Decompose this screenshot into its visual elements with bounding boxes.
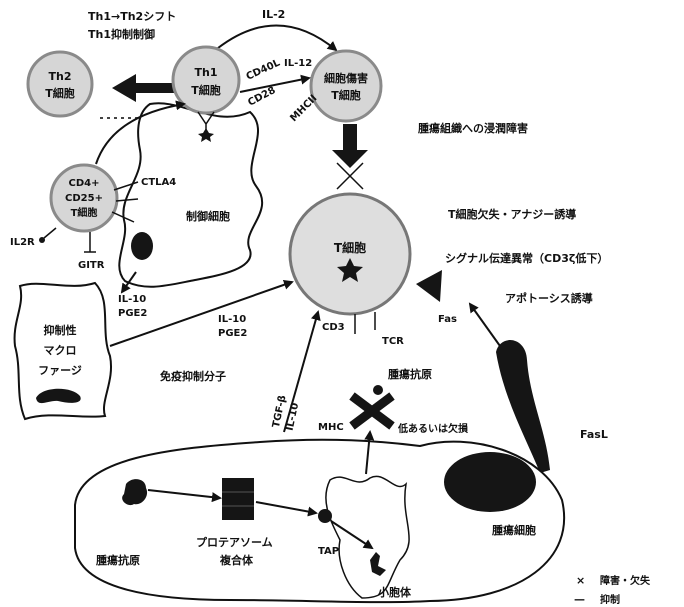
treg-to-th1-arrow [95,100,186,165]
receptor-icon [197,111,215,142]
th2-cell: Th2 T細胞 [26,50,94,118]
tumor-secretion-arrow [283,310,321,433]
star-icon [337,258,363,282]
suppressor-nucleus [131,232,153,260]
th1-to-killer-arrow [239,74,311,93]
fasl-to-fas-arrow [468,302,501,347]
t-cell-label: T細胞 [334,240,366,255]
legend-cross-label: 障害・欠失 [600,574,651,587]
th2-cell-body [26,50,94,118]
apoptosis-induction-label: アポトーシス誘導 [505,291,593,305]
tap-label: TAP [318,546,339,557]
suppressive-macrophage [13,281,112,421]
gitr-label: GITR [78,260,105,271]
signal-transduction-label: シグナル伝達異常（CD3ζ低下） [445,251,608,265]
regulatory-t-cell-cd4: CD4+ [69,178,100,189]
killer-t-cell-label: 細胞傷害 [324,71,368,85]
tumor-antigen-shape [122,479,148,506]
t-cell-body [288,192,412,316]
immunosuppressive-molecules-label: 免疫抑制分子 [160,369,226,383]
th1-th2-shift-note: Th1→Th2シフト [88,10,176,23]
antigen-peptide [373,385,383,395]
infiltration-arrow [332,124,368,168]
ctla4-label: CTLA4 [141,177,176,188]
cd28-label: CD28 [246,85,277,109]
macrophage-to-tcell-arrow [109,279,294,347]
regulatory-t-cell-body [49,163,119,233]
th2-cell-sublabel: T細胞 [45,86,75,100]
macrophage-label-1: 抑制性 [44,323,77,337]
killer-t-cell: 細胞傷害 T細胞 [309,49,383,123]
th1-cell: Th1 T細胞 [171,45,241,115]
tumor-il10-label: IL-10 [285,402,302,432]
legend-line-label: 抑制 [600,593,620,606]
tumor-cell-nucleus [444,452,536,512]
cd40l-label: CD40L [245,57,283,82]
regulatory-t-cell: CD4+ CD25+ T細胞 [49,163,119,233]
legend: × 障害・欠失 — 抑制 [574,574,651,606]
tcr-complex-icon [354,312,376,334]
il2-arrow [217,24,338,52]
regulatory-t-cell-cd25: CD25+ [65,193,103,204]
mhc-status-label: 低あるいは欠損 [397,422,469,435]
th1-cell-sublabel: T細胞 [191,83,221,97]
suppressor-secretion-arrow [120,271,137,294]
fasl-label: FasL [580,428,608,441]
macrophage-nucleus [36,388,81,404]
er-label: 小胞体 [377,585,412,599]
fas-receptor [416,270,442,302]
killer-t-cell-body [309,49,383,123]
tap-transporter [318,509,332,523]
macrophage-il10-label: IL-10 [218,314,246,325]
macrophage-label-2: マクロ [44,344,77,357]
ctla4-receptors [111,181,139,223]
th1-suppression-note: Th1抑制制御 [88,27,155,41]
macrophage-pge2-label: PGE2 [218,328,247,339]
il2r-receptor-icon [39,227,57,243]
fas-label: Fas [438,314,457,325]
th1-cell-label: Th1 [195,66,218,79]
anergy-induction-label: T細胞欠失・アナジー誘導 [448,207,576,221]
presented-antigen-label: 腫瘍抗原 [388,367,432,381]
legend-cross-symbol: × [576,574,585,587]
proteasome-label: プロテアソーム [196,535,273,549]
tap-to-er-arrow [330,520,374,550]
il2-label: IL-2 [262,8,285,21]
il2r-label: IL2R [10,237,35,248]
cd3-label: CD3 [322,322,345,333]
gitr-receptor-icon [84,232,96,253]
th2-cell-label: Th2 [49,70,72,83]
proteasome-icon [222,478,254,520]
antigen-to-proteasome-arrow [147,489,222,503]
tumor-cell [74,438,565,604]
proteasome-complex-label: 複合体 [219,553,254,567]
peptide-in-er [370,552,386,576]
th1-cell-body [171,45,241,115]
fasl-molecule [496,340,550,473]
th1-to-th2-shift-arrow [112,74,176,102]
proteasome-to-tap-arrow [255,501,318,517]
mhc-label: MHC [318,422,344,433]
infiltration-impairment-label: 腫瘍組織への浸潤障害 [418,121,528,135]
mhc-ii-label: MHCII [288,93,319,124]
mhc-molecule [349,392,395,430]
suppressor-il10-label: IL-10 [118,294,146,305]
suppressor-pge2-label: PGE2 [118,308,147,319]
killer-t-cell-sublabel: T細胞 [331,88,361,102]
tumor-secreted-labels: TGF-β IL-10 [271,394,302,432]
suppressor-cell-label: 制御細胞 [186,209,230,223]
macrophage-label-3: ファージ [38,364,82,377]
er-to-mhc-arrow [364,430,375,475]
target-t-cell: T細胞 [288,192,412,316]
tcr-label: TCR [382,336,404,347]
legend-line-symbol: — [574,593,585,606]
tumor-antigen-label: 腫瘍抗原 [96,553,140,567]
endoplasmic-reticulum [325,475,410,599]
il12-label: IL-12 [284,58,312,69]
tumor-cell-label: 腫瘍細胞 [492,523,536,537]
regulatory-t-cell-label: T細胞 [71,206,98,219]
blocked-cross-icon [336,162,364,190]
